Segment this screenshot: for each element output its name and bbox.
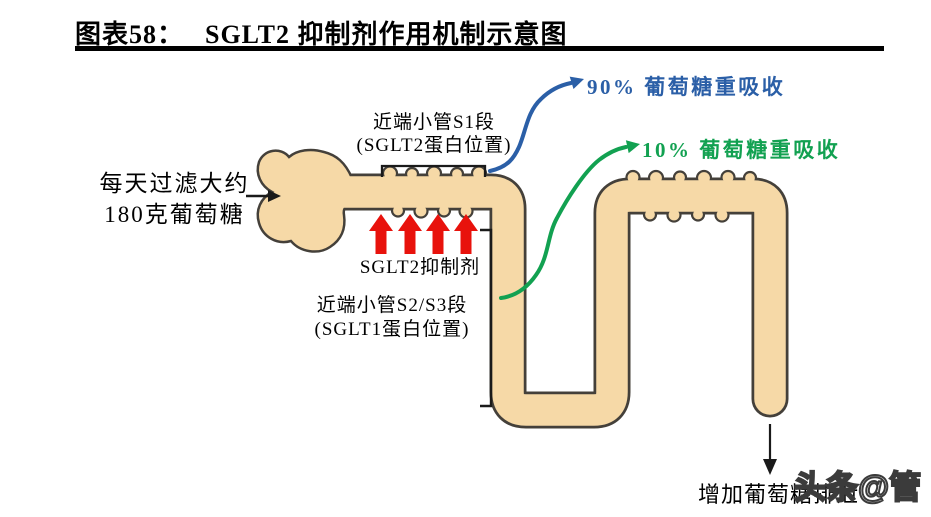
s1-segment-line1: 近端小管S1段 — [372, 112, 496, 133]
nephron-tube-fill — [322, 176, 786, 426]
inhibitor-up-arrow — [369, 214, 393, 254]
excretion-arrow — [763, 424, 777, 475]
figure-title: SGLT2 抑制剂作用机制示意图 — [205, 20, 568, 49]
daily-filter-line1: 每天过滤大约 — [99, 171, 250, 196]
s23-segment-line1: 近端小管S2/S3段 — [316, 295, 468, 316]
reabsorption-90-curve — [488, 76, 584, 173]
reabsorption-10-curve — [499, 140, 640, 300]
daily-filter-label: 每天过滤大约 180克葡萄糖 — [92, 168, 257, 230]
inhibitor-up-arrow — [454, 214, 478, 254]
reabsorption-10-arrowhead — [625, 140, 640, 154]
s23-segment-line2: (SGLT1蛋白位置) — [314, 319, 470, 340]
inhibitor-up-arrow — [398, 214, 422, 254]
s1-segment-label: 近端小管S1段 (SGLT2蛋白位置) — [346, 111, 522, 157]
watermark: 头条@管是 — [793, 468, 922, 517]
daily-filter-line2: 180克葡萄糖 — [104, 202, 245, 227]
excretion-arrowhead — [763, 459, 777, 475]
title-underline — [75, 46, 884, 51]
input-arrowhead — [268, 190, 281, 202]
reabsorption-10-label: 10% 葡萄糖重吸收 — [642, 138, 841, 162]
sglt2-inhibitor-label: SGLT2抑制剂 — [359, 257, 481, 278]
glomerulus — [256, 148, 354, 253]
inhibitor-arrows — [369, 214, 478, 254]
s1-segment-line2: (SGLT2蛋白位置) — [356, 135, 512, 156]
reabsorption-90-arrowhead — [569, 76, 584, 89]
inhibitor-up-arrow — [426, 214, 450, 254]
figure-label: 图表58： — [75, 20, 185, 49]
s1-bracket — [380, 164, 487, 177]
s23-bracket — [480, 228, 493, 408]
s23-segment-label: 近端小管S2/S3段 (SGLT1蛋白位置) — [298, 294, 486, 342]
input-arrow — [246, 190, 281, 202]
excretion-label: 增加葡萄糖排泄 — [698, 482, 860, 507]
reabsorption-90-label: 90% 葡萄糖重吸收 — [587, 75, 786, 99]
